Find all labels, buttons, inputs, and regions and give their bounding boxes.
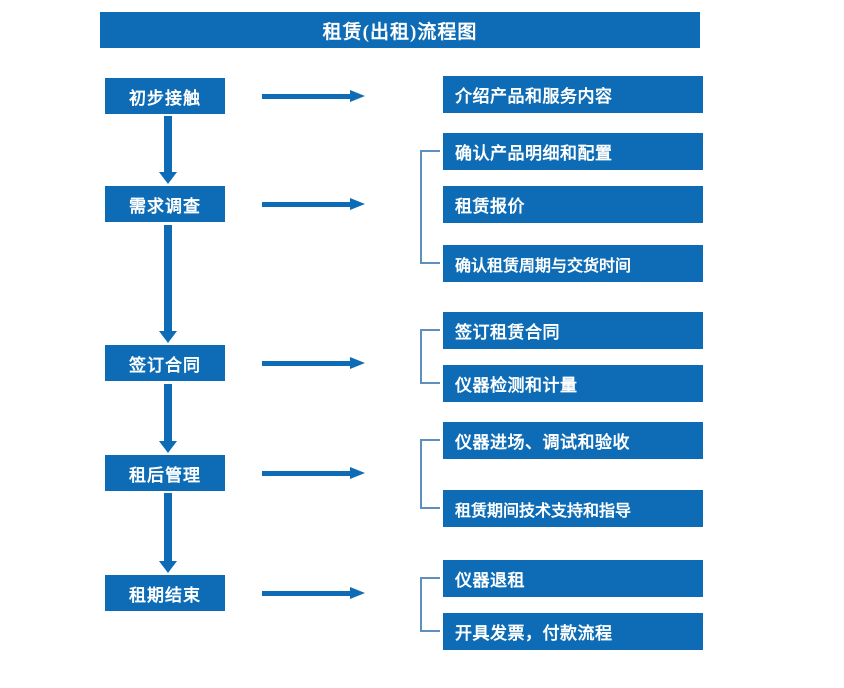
group-bracket-rental-end <box>420 577 440 632</box>
horizontal-arrow-5 <box>262 585 365 601</box>
stage-box-sign-contract[interactable]: 签订合同 <box>105 345 225 381</box>
detail-box-sign-rental-contract[interactable]: 签订租赁合同 <box>443 312 703 349</box>
horizontal-arrow-1 <box>262 88 365 104</box>
detail-box-confirm-period[interactable]: 确认租赁周期与交货时间 <box>443 245 703 282</box>
group-bracket-post-rent-mgmt <box>420 439 440 509</box>
horizontal-arrow-2 <box>262 196 365 212</box>
stage-box-post-rent-mgmt[interactable]: 租后管理 <box>105 455 225 491</box>
vertical-arrow-4 <box>158 493 178 573</box>
horizontal-arrow-3 <box>262 355 365 371</box>
stage-box-needs-survey[interactable]: 需求调查 <box>105 186 225 222</box>
vertical-arrow-1 <box>158 116 178 184</box>
detail-box-invoice-payment[interactable]: 开具发票，付款流程 <box>443 613 703 650</box>
group-bracket-needs-survey <box>420 150 440 264</box>
detail-box-instrument-testing[interactable]: 仪器检测和计量 <box>443 365 703 402</box>
stage-box-rental-end[interactable]: 租期结束 <box>105 575 225 611</box>
page-title: 租赁(出租)流程图 <box>100 12 700 48</box>
detail-box-tech-support[interactable]: 租赁期间技术支持和指导 <box>443 490 703 527</box>
vertical-arrow-3 <box>158 384 178 453</box>
group-bracket-sign-contract <box>420 329 440 384</box>
detail-box-confirm-spec[interactable]: 确认产品明细和配置 <box>443 133 703 170</box>
detail-box-return-instrument[interactable]: 仪器退租 <box>443 560 703 597</box>
vertical-arrow-2 <box>158 225 178 343</box>
detail-box-introduce-products[interactable]: 介绍产品和服务内容 <box>443 76 703 113</box>
detail-box-rental-quote[interactable]: 租赁报价 <box>443 186 703 223</box>
detail-box-instrument-install[interactable]: 仪器进场、调试和验收 <box>443 422 703 459</box>
horizontal-arrow-4 <box>262 465 365 481</box>
stage-box-initial-contact[interactable]: 初步接触 <box>105 78 225 114</box>
